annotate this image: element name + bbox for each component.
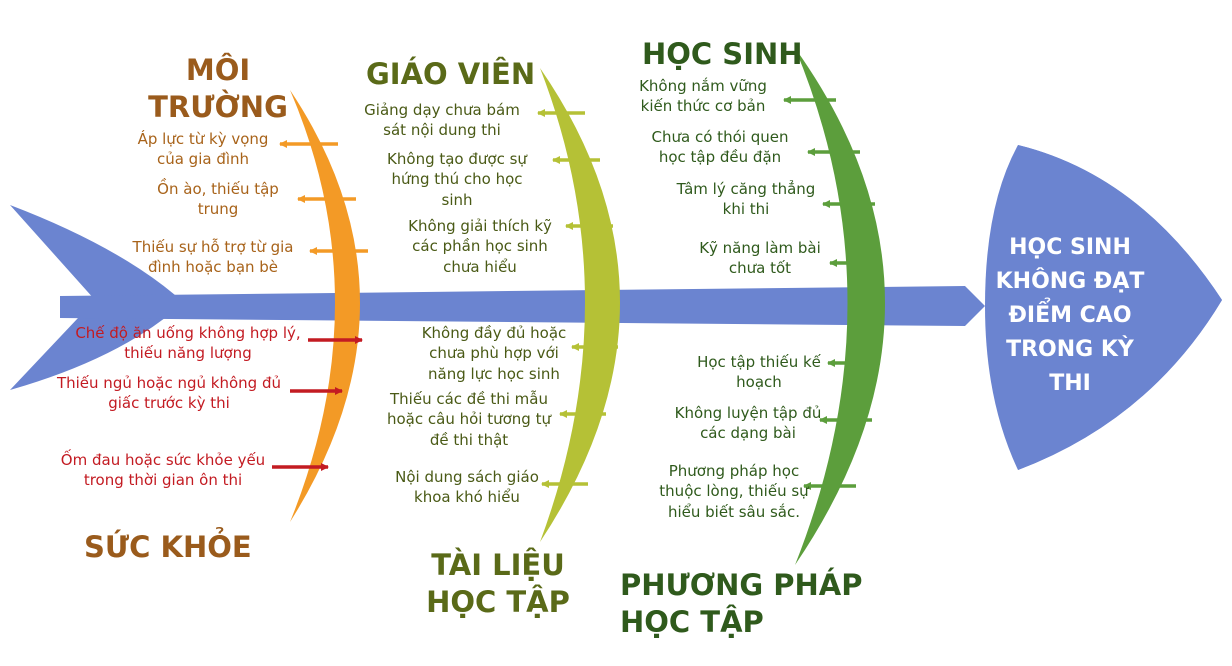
category-phuong-phap: PHƯƠNG PHÁP HỌC TẬP: [620, 568, 863, 640]
cause-hoc-sinh-1: Không nắm vững kiến thức cơ bản: [639, 77, 767, 116]
cause-phuong-phap-3: Phương pháp học thuộc lòng, thiếu sự hiể…: [659, 462, 809, 521]
fish-head-body: [985, 145, 1222, 470]
category-hoc-sinh: HỌC SINH: [642, 37, 803, 71]
rib-olive: [540, 68, 620, 542]
cause-giao-vien-2: Không tạo được sự hứng thú cho học sinh: [387, 150, 527, 209]
cause-giao-vien-1: Giảng dạy chưa bám sát nội dung thi: [364, 101, 520, 140]
cause-suc-khoe-3: Ốm đau hoặc sức khỏe yếu trong thời gian…: [60, 451, 266, 490]
cause-phuong-phap-2: Không luyện tập đủ các dạng bài: [674, 404, 822, 443]
cause-moi-truong-2: Ồn ào, thiếu tập trung: [157, 180, 279, 219]
cause-tai-lieu-2: Thiếu các đề thi mẫu hoặc câu hỏi tương …: [387, 390, 551, 449]
cause-hoc-sinh-4: Kỹ năng làm bài chưa tốt: [699, 239, 821, 278]
category-giao-vien: GIÁO VIÊN: [366, 57, 536, 91]
cause-phuong-phap-1: Học tập thiếu kế hoạch: [697, 353, 821, 392]
cause-tai-lieu-1: Không đầy đủ hoặc chưa phù hợp với năng …: [421, 324, 567, 383]
cause-suc-khoe-2: Thiếu ngủ hoặc ngủ không đủ giấc trước k…: [56, 374, 282, 413]
category-moi-truong: MÔI TRƯỜNG: [148, 53, 288, 125]
cause-suc-khoe-1: Chế độ ăn uống không hợp lý, thiếu năng …: [75, 324, 301, 363]
effect-label: HỌC SINH KHÔNG ĐẠT ĐIỂM CAO TRONG KỲ THI: [995, 235, 1145, 397]
cause-moi-truong-1: Áp lực từ kỳ vọng của gia đình: [137, 130, 269, 169]
cause-moi-truong-3: Thiếu sự hỗ trợ từ gia đình hoặc bạn bè: [132, 238, 294, 277]
fish-spine: [60, 286, 985, 326]
cause-hoc-sinh-2: Chưa có thói quen học tập đều đặn: [651, 128, 789, 167]
category-suc-khoe: SỨC KHỎE: [84, 530, 252, 564]
cause-giao-vien-3: Không giải thích kỹ các phần học sinh ch…: [408, 217, 552, 276]
cause-tai-lieu-3: Nội dung sách giáo khoa khó hiểu: [395, 468, 539, 507]
rib-green: [795, 48, 885, 565]
category-tai-lieu: TÀI LIỆU HỌC TẬP: [426, 548, 570, 620]
cause-hoc-sinh-3: Tâm lý căng thẳng khi thi: [676, 180, 816, 219]
